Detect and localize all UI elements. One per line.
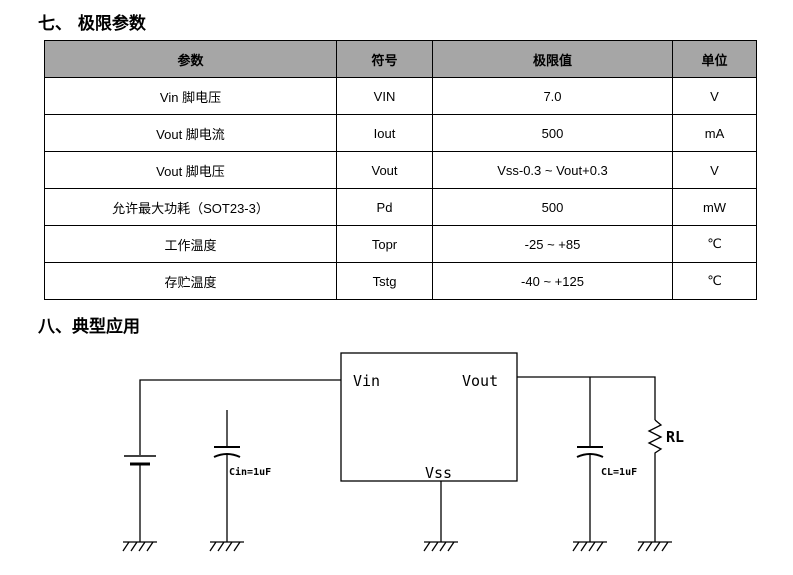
cell-symbol: Vout <box>336 151 433 189</box>
table-row: 允许最大功耗（SOT23-3） Pd 500 mW <box>44 188 757 226</box>
rl-resistor <box>647 419 663 542</box>
rl-label: RL <box>666 428 684 446</box>
vin-pin-label: Vin <box>353 372 380 390</box>
cell-symbol: Iout <box>336 114 433 152</box>
cell-unit: ℃ <box>672 225 757 263</box>
cin-label: Cin=1uF <box>229 466 271 478</box>
cl-label: CL=1uF <box>601 467 637 478</box>
col-header-limit: 极限值 <box>432 40 673 78</box>
cell-param: Vin 脚电压 <box>44 77 337 115</box>
cell-limit: Vss-0.3 ~ Vout+0.3 <box>432 151 673 189</box>
table-row: Vout 脚电流 Iout 500 mA <box>44 114 757 152</box>
section-title-limits: 七、 极限参数 <box>38 14 146 34</box>
cl-plate-bottom <box>576 453 604 458</box>
cell-limit: 500 <box>432 114 673 152</box>
cell-param: 允许最大功耗（SOT23-3） <box>44 188 337 226</box>
output-wire <box>517 376 656 420</box>
col-header-param: 参数 <box>44 40 337 78</box>
cell-param: Vout 脚电压 <box>44 151 337 189</box>
cell-limit: -40 ~ +125 <box>432 262 673 300</box>
cell-param: 存贮温度 <box>44 262 337 300</box>
vout-pin-label: Vout <box>462 372 498 390</box>
ic-box <box>340 352 518 482</box>
cell-unit: ℃ <box>672 262 757 300</box>
section-title-typical-application: 八、典型应用 <box>38 317 140 337</box>
cell-symbol: VIN <box>336 77 433 115</box>
ground-icon <box>122 541 672 552</box>
table-header-row: 参数 符号 极限值 单位 <box>44 40 757 78</box>
cell-symbol: Pd <box>336 188 433 226</box>
cin-plate-bottom <box>213 453 241 458</box>
cell-unit: V <box>672 77 757 115</box>
col-header-unit: 单位 <box>672 40 757 78</box>
limits-table: 参数 符号 极限值 单位 Vin 脚电压 VIN 7.0 V Vout 脚电流 … <box>44 40 757 300</box>
col-header-symbol: 符号 <box>336 40 433 78</box>
vss-pin-label: Vss <box>425 464 452 482</box>
table-row: 存贮温度 Tstg -40 ~ +125 ℃ <box>44 262 757 300</box>
cell-unit: mA <box>672 114 757 152</box>
input-wire <box>139 379 341 455</box>
